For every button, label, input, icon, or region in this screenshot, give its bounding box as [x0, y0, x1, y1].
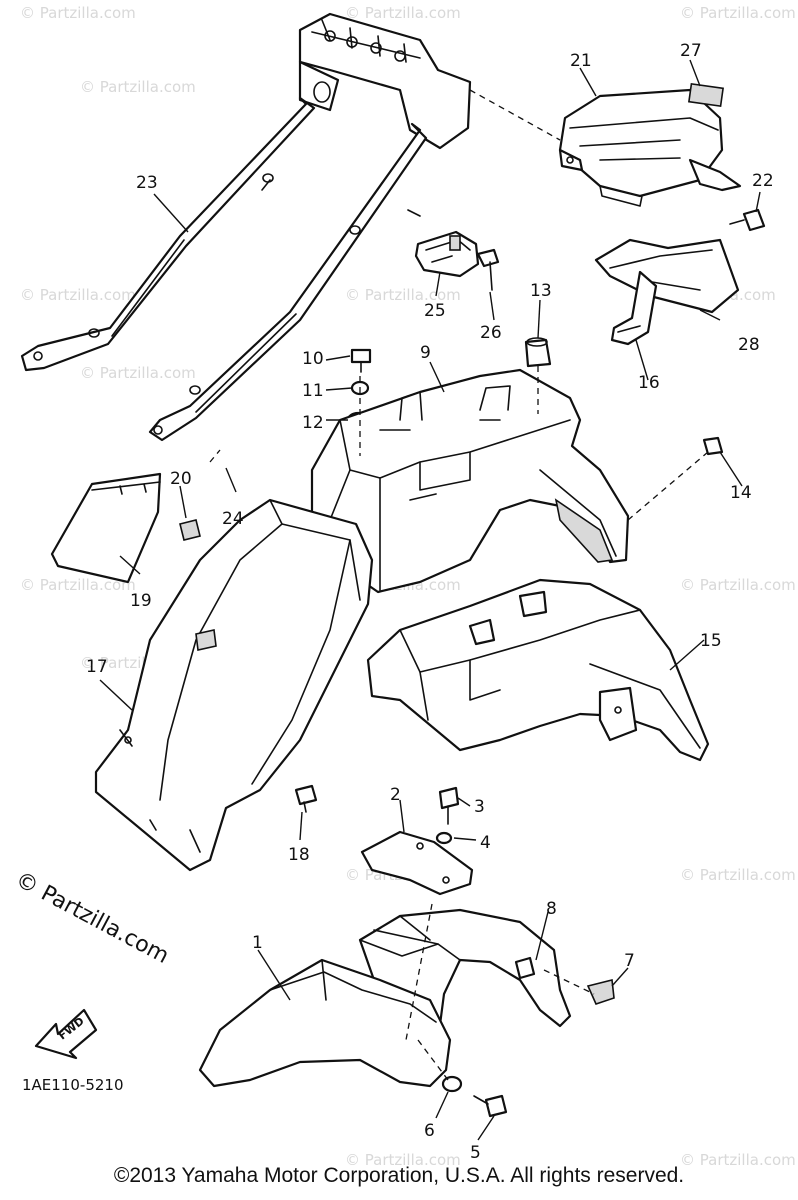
callout-25: 25	[424, 301, 446, 321]
watermark-large: © Partzilla.com	[11, 867, 173, 969]
callout-8: 8	[546, 899, 557, 919]
callout-21: 21	[570, 51, 592, 71]
callout-10: 10	[302, 349, 324, 369]
partzilla-watermark: © Partzilla.com	[11, 867, 173, 969]
diagram-code: 1AE110-5210	[22, 1076, 124, 1094]
watermark: © Partzilla.com	[80, 364, 196, 382]
part-1-front-fender	[198, 958, 452, 1088]
part-9-rear-fender-upper	[310, 368, 630, 594]
callout-12: 12	[302, 413, 324, 433]
part-5-bolt	[473, 1094, 508, 1118]
fwd-arrow: FWD	[34, 1008, 98, 1060]
part-2-plate	[360, 830, 474, 896]
callout-3: 3	[474, 797, 485, 817]
part-3-bolt	[438, 786, 460, 825]
callout-17: 17	[86, 657, 108, 677]
part-26-screw	[476, 248, 500, 291]
callout-5: 5	[470, 1143, 481, 1163]
callout-4: 4	[480, 833, 491, 853]
watermark: © Partzilla.com	[680, 4, 796, 22]
callout-1: 1	[252, 933, 263, 953]
part-19-flap	[50, 472, 162, 584]
callout-14: 14	[730, 483, 752, 503]
callout-19: 19	[130, 591, 152, 611]
watermark: © Partzilla.com	[680, 866, 796, 884]
part-15-rear-fender	[366, 578, 710, 762]
callout-18: 18	[288, 845, 310, 865]
watermark: © Partzilla.com	[680, 1151, 796, 1169]
callout-23: 23	[136, 173, 158, 193]
part-22-bolt	[729, 208, 766, 232]
watermark: © Partzilla.com	[345, 1151, 461, 1169]
part-18-screw	[294, 784, 318, 813]
watermark: © Partzilla.com	[20, 286, 136, 304]
copyright-notice: ©2013 Yamaha Motor Corporation, U.S.A. A…	[113, 1164, 685, 1187]
part-16-bracket	[610, 270, 658, 346]
callout-26: 26	[480, 323, 502, 343]
callout-2: 2	[390, 785, 401, 805]
callout-20: 20	[170, 469, 192, 489]
part-6-nut	[441, 1075, 463, 1093]
callout-9: 9	[420, 343, 431, 363]
callout-15: 15	[700, 631, 722, 651]
part-23-rear-stay	[20, 12, 472, 442]
leader-lines	[99, 59, 761, 1141]
part-10-bolt	[350, 348, 372, 373]
part-13-grommet	[524, 337, 552, 368]
part-25-bracket	[414, 230, 480, 278]
callout-13: 13	[530, 281, 552, 301]
watermark: © Partzilla.com	[80, 78, 196, 96]
part-17-inner-fender	[94, 498, 374, 872]
part-27-label	[687, 82, 725, 108]
callout-6: 6	[424, 1121, 435, 1141]
callout-28: 28	[738, 335, 760, 355]
part-4-washer	[435, 831, 453, 845]
watermark: © Partzilla.com	[345, 286, 461, 304]
callout-22: 22	[752, 171, 774, 191]
callout-24: 24	[222, 509, 244, 529]
callout-7: 7	[624, 951, 635, 971]
part-14-screw	[702, 436, 724, 456]
watermark: © Partzilla.com	[680, 576, 796, 594]
part-28-cover	[594, 238, 740, 314]
assembly-lines	[209, 89, 709, 1081]
callout-16: 16	[638, 373, 660, 393]
watermark: © Partzilla.com	[345, 4, 461, 22]
callout-labels: 21 27 22 23 25 26 13 28 16 10 11 12 9 14…	[86, 41, 774, 1163]
callout-11: 11	[302, 381, 324, 401]
part-7-clip	[586, 979, 615, 1005]
callout-27: 27	[680, 41, 702, 61]
watermark: © Partzilla.com	[20, 576, 136, 594]
watermark: © Partzilla.com	[20, 4, 136, 22]
part-20-pad	[179, 519, 201, 541]
part-21-housing	[558, 88, 742, 207]
